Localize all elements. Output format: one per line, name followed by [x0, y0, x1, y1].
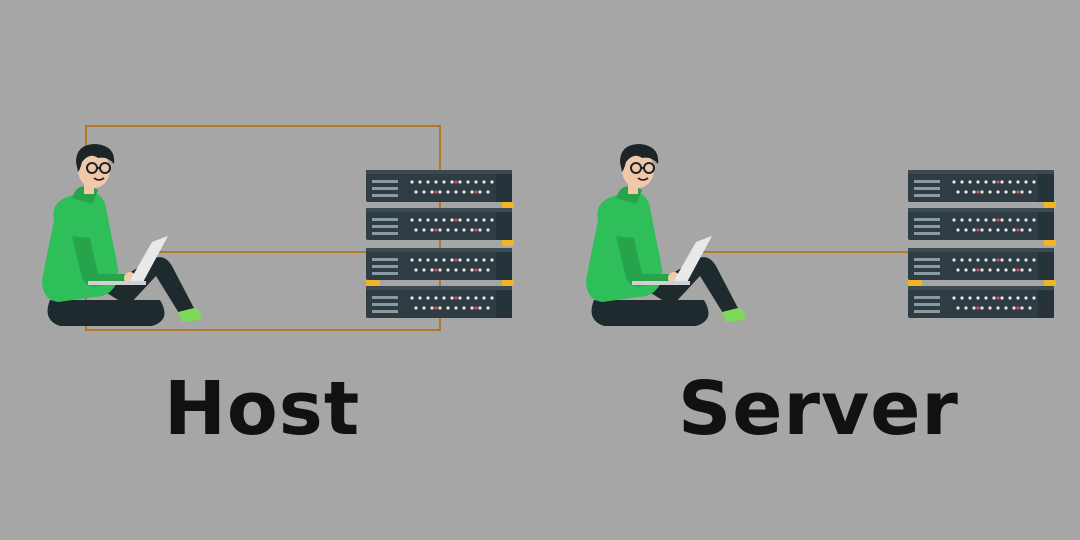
server-caption: Server — [678, 366, 959, 452]
server-panel — [585, 143, 1056, 327]
server-rack-icon — [908, 170, 1056, 318]
host-panel — [41, 125, 514, 331]
host-caption: Host — [164, 366, 361, 452]
person-with-laptop-icon — [585, 143, 747, 327]
person-with-laptop-icon — [41, 143, 203, 327]
